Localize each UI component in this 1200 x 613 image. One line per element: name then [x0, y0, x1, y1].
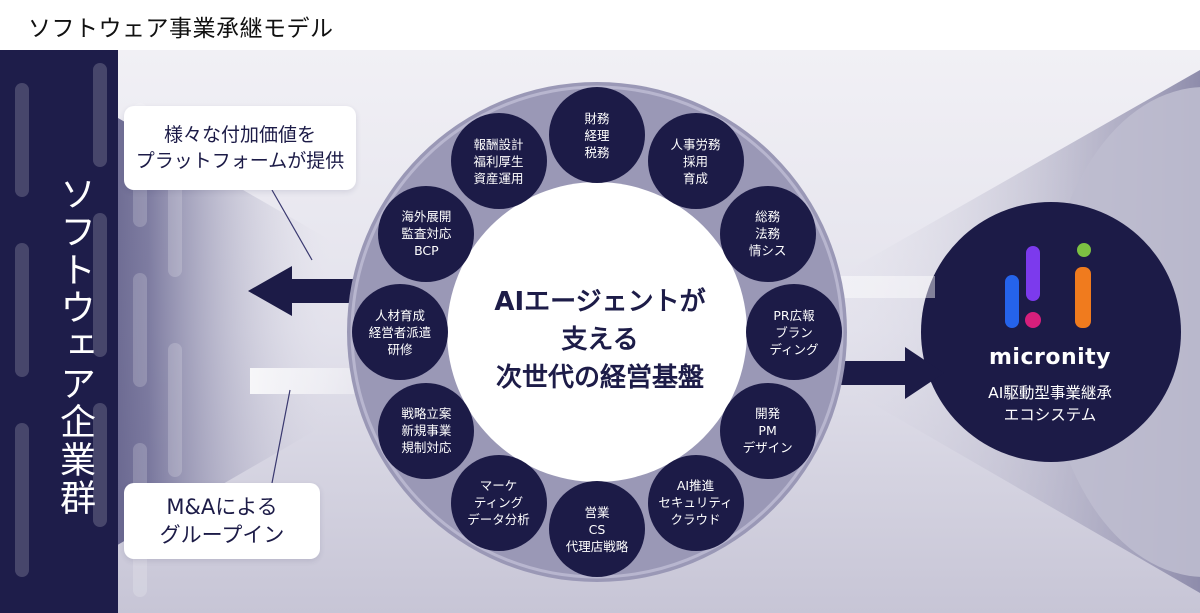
function-node-label: ディング: [769, 341, 819, 357]
function-node-label: 戦略立案: [401, 406, 452, 421]
function-node-label: 税務: [584, 144, 610, 160]
center-label: AIエージェントが 支える 次世代の経営基盤: [450, 283, 750, 397]
function-node-label: 人事労務: [670, 136, 721, 152]
function-node-label: PR広報: [773, 307, 815, 323]
function-node-label: PM: [758, 423, 777, 438]
function-node-label: 法務: [755, 226, 781, 241]
function-node-label: 情シス: [748, 243, 787, 258]
center-line-2: 支える: [561, 325, 639, 355]
function-node-label: 経営者派遣: [368, 324, 432, 340]
function-node-label: BCP: [414, 243, 439, 258]
function-node-5[interactable]: 開発 PM デザイン: [719, 382, 816, 479]
function-node-label: クラウド: [670, 512, 721, 528]
callout-top-leader: [271, 189, 313, 261]
function-node-label: 育成: [682, 170, 708, 186]
function-node-label: セキュリティ: [658, 495, 733, 511]
callout-bottom-line-2: グループイン: [159, 523, 285, 547]
function-node-label: ティング: [473, 495, 524, 511]
function-node-label: 代理店戦略: [565, 538, 629, 554]
micronity-block: micronity AI駆動型事業継承 エコシステム: [920, 235, 1180, 426]
micronity-circle: [921, 202, 1181, 462]
callout-bottom-line-1: M&Aによる: [166, 495, 278, 519]
inner-circle: [447, 182, 747, 482]
function-node-label: CS: [588, 521, 606, 537]
function-node-9[interactable]: 戦略立案新規事業規制対応: [378, 382, 475, 479]
function-node-2[interactable]: 人事労務採用育成: [647, 113, 744, 210]
callout-top-line-1: 様々な付加価値を: [163, 124, 316, 146]
diagram-stage: ソフトウェア企業群 様々な付加価値を プラットフォームが提供 M&Aによる グル…: [0, 50, 1200, 613]
software-companies-label: ソフトウェア企業群: [54, 175, 95, 517]
function-node-12[interactable]: 報酬設計福利厚生資産運用: [450, 113, 547, 210]
micronity-logo-icon: [1005, 243, 1091, 328]
function-node-label: AI推進: [676, 478, 715, 494]
function-node-label: 規制対応: [401, 440, 452, 455]
function-node-label: 報酬設計: [473, 136, 524, 152]
function-node-10[interactable]: 人材育成経営者派遣研修: [352, 284, 448, 380]
function-node-label: 開発: [755, 406, 781, 421]
tagline-line-2: エコシステム: [1003, 406, 1097, 424]
group-in-callout: M&Aによる グループイン: [124, 483, 320, 559]
function-node-label: 総務: [755, 209, 781, 224]
function-node-label: 人材育成: [374, 307, 425, 323]
function-node-label: 資産運用: [473, 170, 524, 186]
function-node-4[interactable]: PR広報ブランディング: [746, 284, 842, 380]
function-node-label: データ分析: [467, 512, 530, 528]
function-node-label: デザイン: [742, 440, 793, 455]
function-node-6[interactable]: AI推進セキュリティクラウド: [647, 454, 744, 551]
function-node-label: 営業: [584, 504, 610, 520]
logo-spacer: [920, 235, 1180, 335]
left-column: [0, 50, 118, 613]
function-node-label: ブラン: [775, 324, 813, 340]
function-node-label: 監査対応: [401, 226, 452, 241]
function-node-label: 財務: [584, 110, 610, 126]
callout-bottom-leader: [271, 389, 291, 484]
platform-value-callout: 様々な付加価値を プラットフォームが提供: [124, 106, 356, 190]
center-line-1: AIエージェントが: [494, 287, 706, 317]
tagline: AI駆動型事業継承 エコシステム: [920, 382, 1180, 426]
function-node-11[interactable]: 海外展開監査対応 BCP: [378, 185, 475, 282]
left-arrow-icon: [248, 266, 382, 316]
function-node-label: 経理: [584, 127, 610, 143]
callout-top-line-2: プラットフォームが提供: [135, 150, 345, 172]
function-node-label: マーケ: [479, 478, 518, 494]
tagline-line-1: AI駆動型事業継承: [988, 384, 1112, 402]
function-node-3[interactable]: 総務法務情シス: [719, 185, 816, 282]
page-title: ソフトウェア事業承継モデル: [28, 16, 334, 42]
brand-name: micronity: [988, 345, 1112, 370]
function-node-label: 採用: [682, 153, 708, 169]
function-node-label: 海外展開: [401, 209, 452, 224]
right-arrow-icon: [825, 347, 944, 399]
function-node-8[interactable]: マーケティングデータ分析: [450, 454, 547, 551]
center-line-3: 次世代の経営基盤: [495, 363, 704, 393]
function-node-1[interactable]: 財務経理税務: [549, 87, 645, 183]
function-node-label: 福利厚生: [473, 153, 524, 169]
function-node-label: 新規事業: [401, 423, 452, 438]
function-node-label: 研修: [387, 341, 413, 357]
